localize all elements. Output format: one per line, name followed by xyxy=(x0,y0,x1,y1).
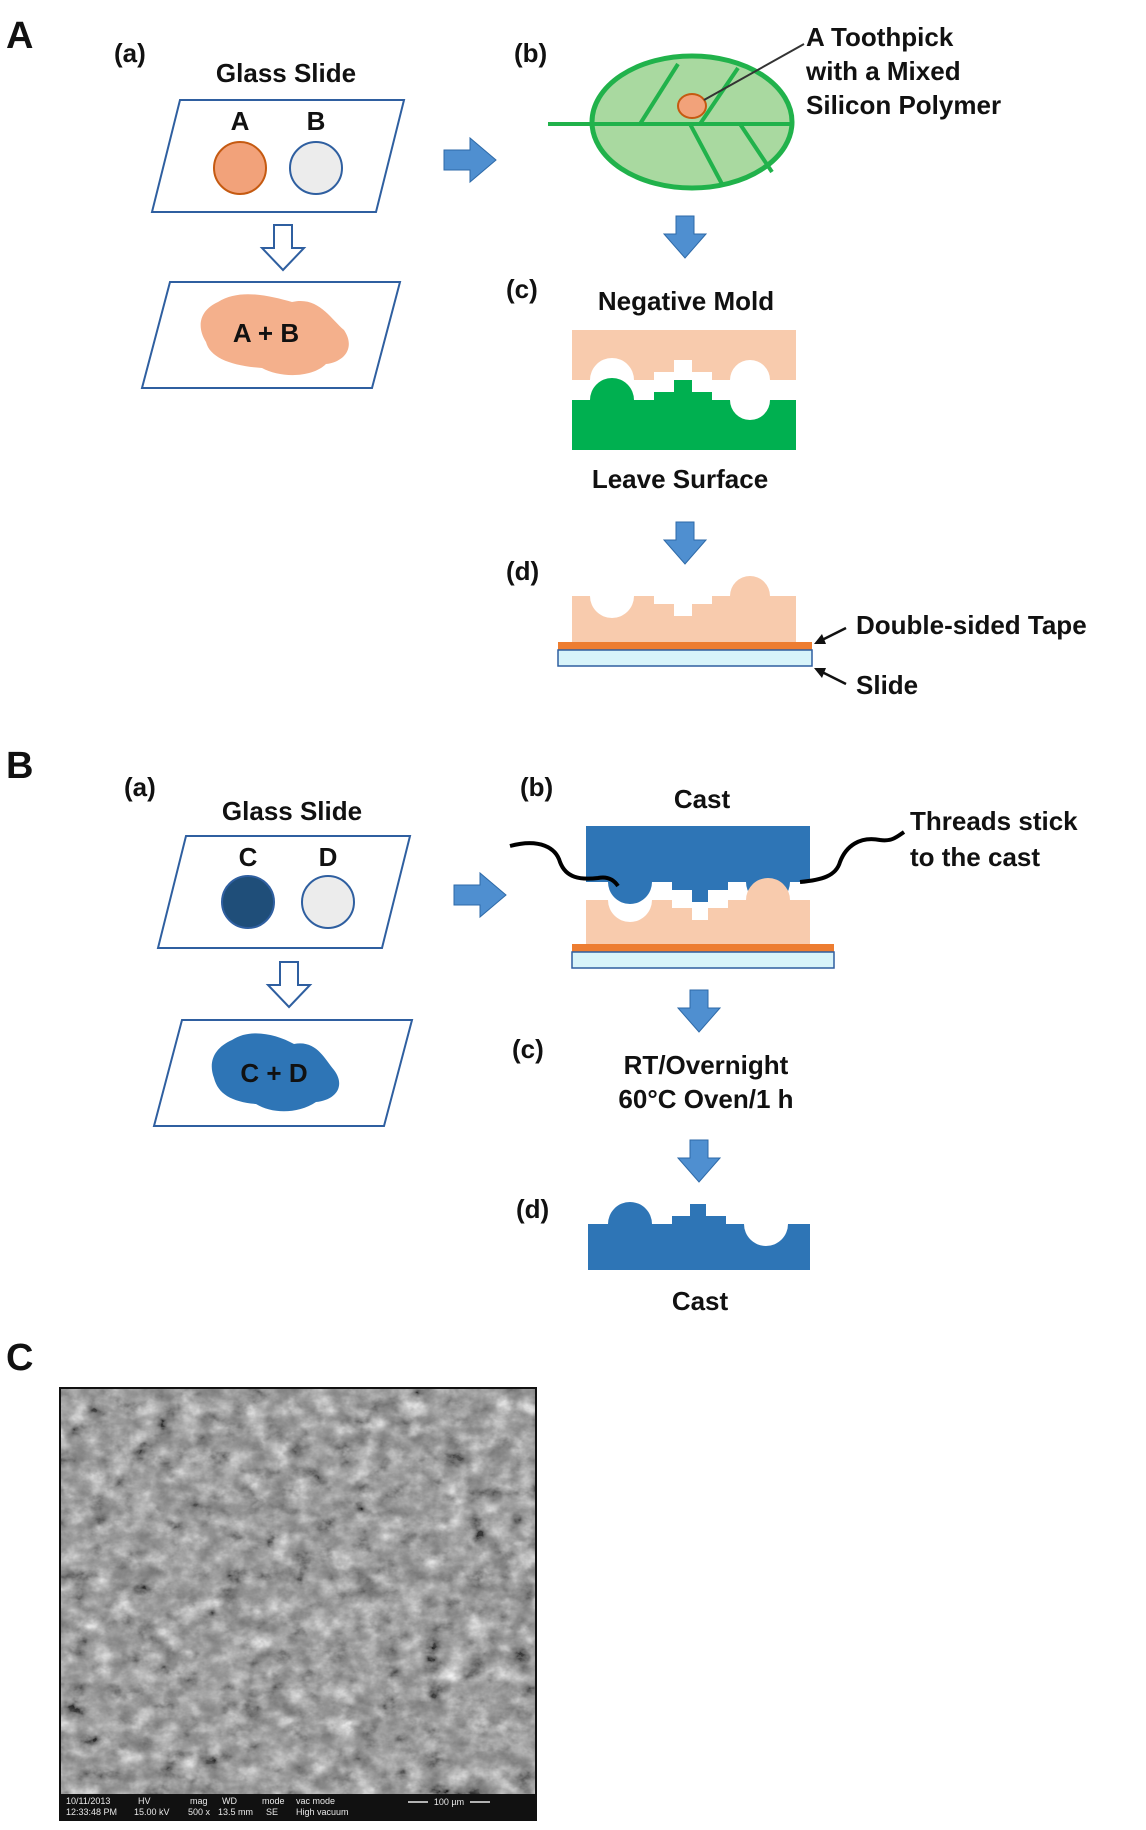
sem-wd-head: WD xyxy=(222,1796,237,1806)
toothpick-polymer-dot xyxy=(677,93,707,119)
polymer-a-drop xyxy=(213,141,267,195)
panel-a-step-a: (a) Glass Slide A B A + B xyxy=(114,38,406,389)
final-cast xyxy=(588,1202,810,1270)
panel-a-step-a-tag: (a) xyxy=(114,38,146,68)
sem-vac-head: vac mode xyxy=(296,1796,335,1806)
double-sided-tape xyxy=(558,642,812,650)
sem-hv-head: HV xyxy=(138,1796,151,1806)
panel-b-step-a: (a) Glass Slide C D C + D xyxy=(124,772,414,1127)
hollow-arrow-down-icon xyxy=(265,961,313,1009)
polymer-b-drop xyxy=(289,141,343,195)
leaf-vein xyxy=(638,62,680,126)
panel-b: B (a) Glass Slide C D C + D (b) Cast xyxy=(6,745,1078,1316)
cure-label-line2: 60°C Oven/1 h xyxy=(618,1084,793,1114)
sem-mag-head: mag xyxy=(190,1796,208,1806)
mounted-mold xyxy=(572,576,796,642)
panel-b-step-b: (b) Cast Threads stick to the cast xyxy=(509,772,1078,969)
sem-time: 12:33:48 PM xyxy=(66,1807,117,1817)
thread-right xyxy=(799,830,906,884)
panel-b-cast-bottom-label: Cast xyxy=(672,1286,729,1316)
toothpick-label-line1: A Toothpick xyxy=(806,22,954,52)
panel-a-step-d-tag: (d) xyxy=(506,556,539,586)
leaf-vein xyxy=(688,123,724,185)
glass-slide-b xyxy=(571,951,835,969)
slide-label: Slide xyxy=(856,670,918,700)
panel-b-step-b-tag: (b) xyxy=(520,772,553,802)
panel-b-cast-top-label: Cast xyxy=(674,784,731,814)
sem-mag: 500 x xyxy=(188,1807,211,1817)
thread-left xyxy=(509,841,620,888)
panel-a-glass-slide xyxy=(150,99,406,213)
panel-b-label-d: D xyxy=(319,842,338,872)
leaf-vein xyxy=(738,122,774,174)
panel-c: C 10/11/2013 12:33:48 PM HV 15.00 kV mag… xyxy=(6,1337,537,1821)
panel-b-label-c: C xyxy=(239,842,258,872)
panel-b-step-c-tag: (c) xyxy=(512,1034,544,1064)
sem-mode: SE xyxy=(266,1807,278,1817)
polymer-d-drop xyxy=(301,875,355,929)
panel-a-step-b: (b) A Toothpick with a Mixed Silicon Pol… xyxy=(514,22,1001,191)
polymer-ab-mix xyxy=(200,294,349,376)
block-arrow-down-icon xyxy=(662,521,708,565)
mold-under-cast xyxy=(586,878,810,944)
block-arrow-down-icon xyxy=(676,989,722,1033)
threads-label-line2: to the cast xyxy=(910,842,1040,872)
panel-b-step-d: (d) Cast xyxy=(516,1194,810,1316)
sem-wd: 13.5 mm xyxy=(218,1807,253,1817)
panel-a: A (a) Glass Slide A B A + B (b) xyxy=(6,15,1087,700)
panel-b-step-d-tag: (d) xyxy=(516,1194,549,1224)
negative-mold xyxy=(572,330,796,380)
hollow-arrow-down-icon xyxy=(259,224,307,272)
double-sided-tape-b xyxy=(572,944,834,952)
panel-a-label-a: A xyxy=(231,106,250,136)
panel-a-step-c-tag: (c) xyxy=(506,274,538,304)
polymer-cd-mix xyxy=(211,1033,340,1112)
pointer-arrow-icon xyxy=(814,626,847,644)
toothpick-pointer-line xyxy=(703,43,805,101)
panel-b-glass-slide-title: Glass Slide xyxy=(222,796,362,826)
toothpick-label-line2: with a Mixed xyxy=(805,56,961,86)
panel-b-step-c: (c) RT/Overnight 60°C Oven/1 h xyxy=(512,1034,794,1114)
panel-b-glass-slide xyxy=(156,835,412,949)
leaf-surface xyxy=(572,378,796,450)
panel-a-glass-slide-title: Glass Slide xyxy=(216,58,356,88)
double-sided-tape-label: Double-sided Tape xyxy=(856,610,1087,640)
panel-b-mix-label: C + D xyxy=(240,1058,307,1088)
sem-info-bar xyxy=(60,1794,536,1820)
sem-mode-head: mode xyxy=(262,1796,285,1806)
sem-image: 10/11/2013 12:33:48 PM HV 15.00 kV mag 5… xyxy=(59,1387,537,1821)
panel-a-mix-label: A + B xyxy=(233,318,299,348)
cure-label-line1: RT/Overnight xyxy=(624,1050,789,1080)
pointer-arrow-icon xyxy=(814,668,847,686)
glass-slide-a xyxy=(557,649,813,667)
panel-a-letter: A xyxy=(6,15,33,57)
panel-a-step-b-tag: (b) xyxy=(514,38,547,68)
sem-hv: 15.00 kV xyxy=(134,1807,170,1817)
panel-c-letter: C xyxy=(6,1337,33,1379)
panel-a-label-b: B xyxy=(307,106,326,136)
sem-date: 10/11/2013 xyxy=(66,1796,110,1806)
panel-a-step-d: (d) Double-sided Tape Slide xyxy=(506,556,1087,700)
block-arrow-right-icon xyxy=(443,136,497,184)
block-arrow-right-icon xyxy=(453,871,507,919)
sem-scale-label: 100 µm xyxy=(434,1797,464,1807)
block-arrow-down-icon xyxy=(662,215,708,259)
polymer-c-drop xyxy=(221,875,275,929)
panel-b-letter: B xyxy=(6,745,33,787)
panel-a-step-c: (c) Negative Mold Leave Surface xyxy=(506,274,796,494)
leaf-vein xyxy=(698,66,740,126)
leave-surface-label: Leave Surface xyxy=(592,464,768,494)
sem-vac: High vacuum xyxy=(296,1807,349,1817)
panel-b-step-a-tag: (a) xyxy=(124,772,156,802)
negative-mold-label: Negative Mold xyxy=(598,286,774,316)
block-arrow-down-icon xyxy=(676,1139,722,1183)
toothpick-label-line3: Silicon Polymer xyxy=(806,90,1001,120)
threads-label-line1: Threads stick xyxy=(910,806,1078,836)
